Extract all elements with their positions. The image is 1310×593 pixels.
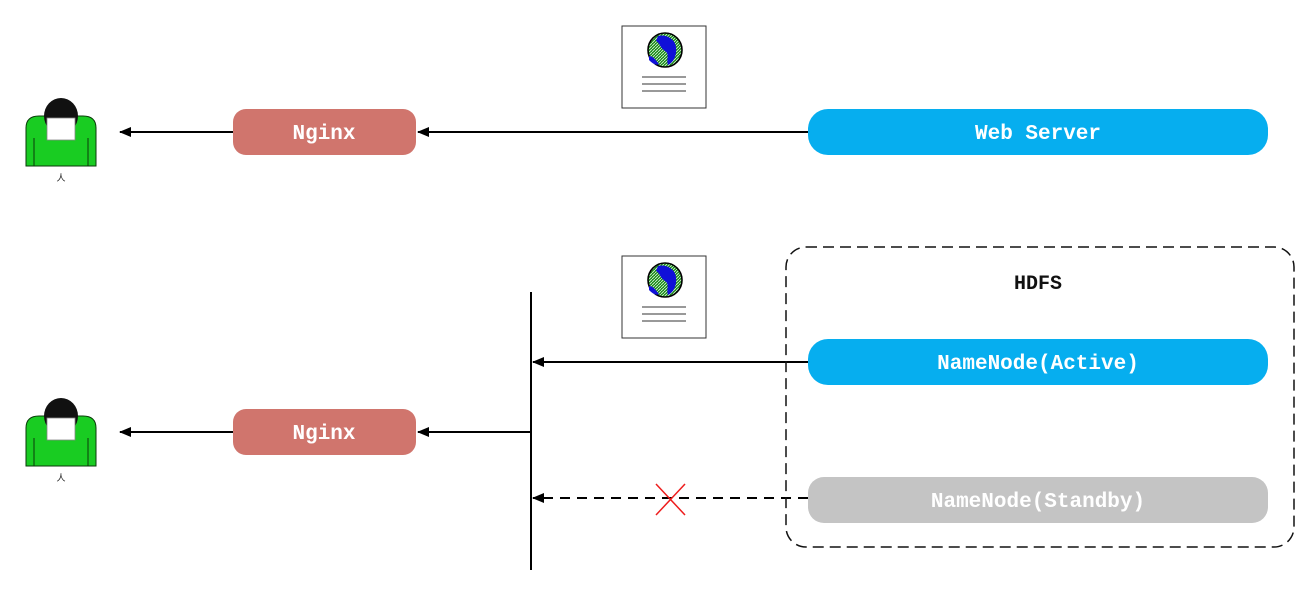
namenode-active-box [808,339,1268,385]
bottom-flow: 人 Nginx HDFS NameNode(Active) NameNode(S… [25,246,1295,570]
namenode-active-node[interactable]: NameNode(Active) [808,339,1268,385]
hdfs-group: HDFS [785,246,1295,548]
top-nginx-box [233,109,416,155]
top-user: 人 [25,97,97,184]
web-server-label: Web Server [975,123,1101,146]
bottom-user-person-icon [25,397,97,467]
hdfs-group-label: HDFS [1014,273,1062,296]
bottom-web-page-icon [621,255,707,339]
top-user-person-icon [25,97,97,167]
web-server-box [808,109,1268,155]
top-user-label: 人 [56,173,65,184]
bottom-user-label: 人 [56,473,65,484]
namenode-standby-box [808,477,1268,523]
hdfs-group-border [785,246,1295,548]
bottom-nginx-node[interactable]: Nginx [233,409,416,455]
namenode-active-label: NameNode(Active) [937,353,1139,376]
top-flow: 人 Nginx Web Server [25,25,1268,184]
top-nginx-node[interactable]: Nginx [233,109,416,155]
namenode-standby-node[interactable]: NameNode(Standby) [808,477,1268,523]
namenode-standby-label: NameNode(Standby) [931,491,1145,514]
web-server-node[interactable]: Web Server [808,109,1268,155]
top-web-page-icon [621,25,707,109]
top-nginx-label: Nginx [292,123,355,146]
bottom-nginx-box [233,409,416,455]
cross-icon [655,483,686,516]
bottom-user: 人 [25,397,97,484]
bottom-nginx-label: Nginx [292,423,355,446]
